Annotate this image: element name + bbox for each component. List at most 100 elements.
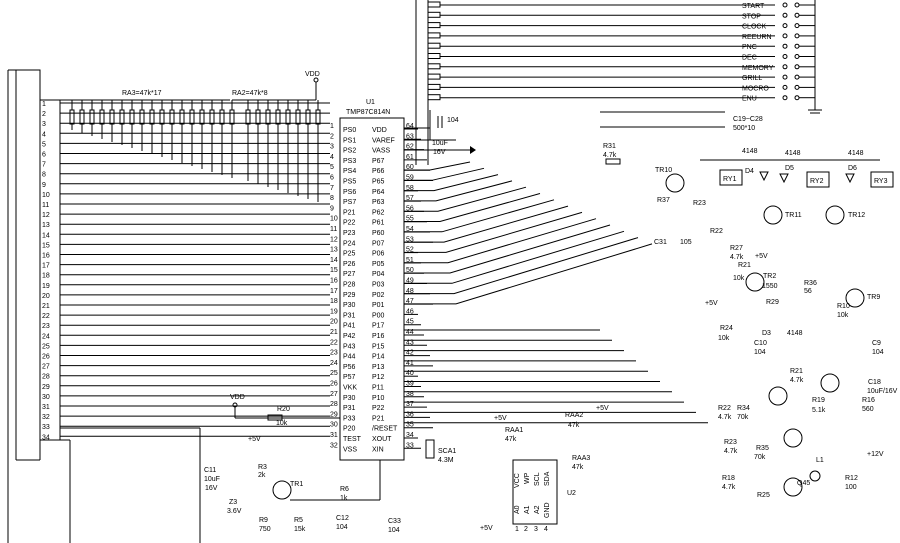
r27-value: 4.7k [730,254,744,261]
button-contact [782,95,788,101]
connector-pin-label: 33 [42,424,50,431]
u1-right-pin-name: P14 [372,354,385,361]
connector-pin-label: 16 [42,253,50,260]
connector-pin-label: 2 [42,111,46,118]
connector-pin-label: 3 [42,121,46,128]
tr2-value: 1550 [762,283,778,290]
u1-right-pin-number: 38 [406,391,414,398]
r36-value: 56 [804,288,812,295]
u1-left-pin-number: 8 [330,195,334,202]
p5v-d-label: +5V [596,405,609,412]
u1-left-pin-number: 25 [330,370,338,377]
connector-pin-label: 15 [42,242,50,249]
u1-left-pin-number: 5 [330,164,334,171]
button-label: GRILL [742,75,762,82]
d3-value: 4148 [787,330,803,337]
u1-left-pin-name: P23 [343,230,356,237]
r6-label: R6 [340,486,349,493]
u1-right-pin-name: XIN [372,446,384,453]
u1-right-pin-name: P07 [372,240,385,247]
r9-value: 750 [259,526,271,533]
u1-left-pin-name: PS0 [343,127,356,134]
r23b-value: 4.7k [724,448,738,455]
output-driver-section: R21 4.7k C18 10uF/16V R22 4.7k R34 70k R… [718,368,898,499]
raa1-value: 47k [505,436,517,443]
r6-value: 1k [340,495,348,502]
r3-label: R3 [258,464,267,471]
connector-pin-label: 8 [42,172,46,179]
u1-right-pin-number: 54 [406,226,414,233]
c31-value: 105 [680,239,692,246]
button-contact [794,64,800,70]
raa3-label: RAA3 [572,455,590,462]
l1-label: L1 [816,457,824,464]
u1-right-pin-name: VASS [372,148,390,155]
u1-left-pin-name: PS2 [343,148,356,155]
c104-top-label: 104 [447,117,459,124]
tr11-label: TR11 [785,212,802,219]
r34-value: 70k [737,414,749,421]
c10-value: 104 [754,349,766,356]
ra3-label: RA3=47k*17 [122,90,162,97]
u1-right-pin-number: 45 [406,319,414,326]
u1-right-pin-name: /RESET [372,426,398,433]
u1-right-pin-number: 42 [406,350,414,357]
button-series-resistor [427,53,441,59]
connector-pin-label: 31 [42,404,50,411]
u1-right-pin-number: 57 [406,195,414,202]
button-contact [782,74,788,80]
p5v-f-label: +5V [248,436,261,443]
u1-right-pin-name: P60 [372,230,385,237]
pullup-resistor [119,109,125,125]
d6-value: 4148 [848,150,864,157]
pullup-resistor [295,109,301,125]
u1-right-pin-name: P17 [372,323,385,330]
r24-value: 10k [718,335,730,342]
bus-trace [404,199,555,233]
u1-left-pin-name: TEST [343,436,362,443]
buzzer-driver-section: R27 4.7k +5V R21 10k TR2 1550 R29 R36 56… [705,245,884,356]
p5v-a-label: +5V [755,253,768,260]
tr1-label: TR1 [290,481,303,488]
connector-pin-label: 27 [42,364,50,371]
u2-sda: SDA [544,471,551,486]
u1-left-pin-name: P25 [343,251,356,258]
u1-left-pin-number: 22 [330,339,338,346]
u1-right-pin-name: P63 [372,199,385,206]
u1-left-pin-number: 23 [330,350,338,357]
connector-pin-label: 20 [42,293,50,300]
tr10-label: TR10 [655,167,672,174]
r36-label: R36 [804,280,817,287]
u1-right-pin-name: P03 [372,282,385,289]
u1-left-pin-number: 17 [330,288,338,295]
u1-left-pin-number: 13 [330,247,338,254]
r35-label: R35 [756,445,769,452]
pullup-resistor [219,109,225,125]
button-contact [782,84,788,90]
connector-pin-label: 21 [42,303,50,310]
connector-pin-label: 24 [42,333,50,340]
connector-pin-label: 28 [42,374,50,381]
button-contact [782,23,788,29]
button-bank: STARTSTOPCLOCKREEURNPNCDECMEMORYGRILLMOC… [415,0,822,165]
connector-pin-label: 9 [42,182,46,189]
u1-left-pin-name: P22 [343,220,356,227]
c19-value: 500*10 [733,125,755,132]
u1-right-pin-number: 55 [406,216,414,223]
raa2-label: RAA2 [565,412,583,419]
pullup-resistor [305,109,311,125]
r31-label: R31 [603,143,616,150]
relay-driver-section: R31 4.7k TR10 R37 R23 TR11 TR12 R22 C31 … [603,143,894,246]
button-series-resistor [427,63,441,70]
c12-value: 104 [336,524,348,531]
u1-left-pin-number: 3 [330,144,334,151]
r34-label: R34 [737,405,750,412]
bus-trace [404,237,639,295]
u1-right-pin-number: 64 [406,123,414,130]
u1-left-pin-name: PS6 [343,189,356,196]
button-contact [782,43,788,49]
connector-pin-label: 23 [42,323,50,330]
u1-right-pin-name: P13 [372,364,385,371]
connector-pin-label: 19 [42,283,50,290]
c11-value: 10uF [204,476,220,483]
